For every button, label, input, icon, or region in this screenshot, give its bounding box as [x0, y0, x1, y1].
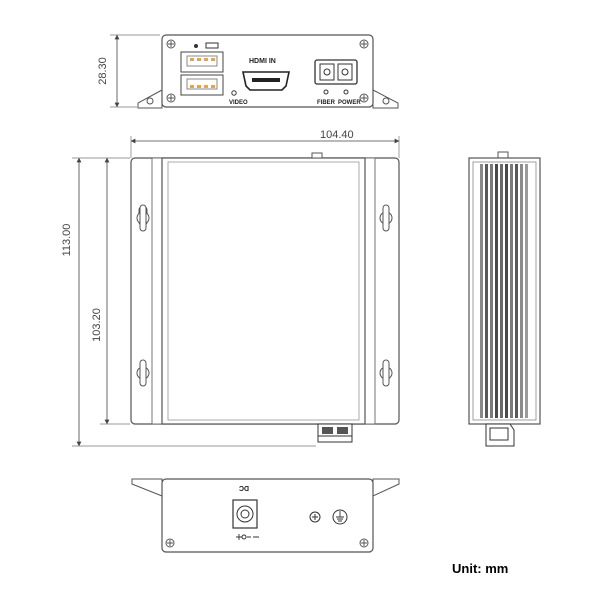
power-led: [343, 89, 349, 95]
rear-screw: [309, 511, 321, 523]
rear-view: DC: [131, 478, 400, 553]
svg-text:103.20: 103.20: [91, 308, 103, 342]
svg-text:104.40: 104.40: [320, 129, 354, 141]
rj45-port-upper: [180, 51, 224, 73]
dim-top-total-height: 113.00: [61, 157, 316, 447]
side-body: [468, 157, 541, 425]
rear-left-flange: [131, 478, 163, 497]
mounting-slots: [136, 204, 393, 387]
dim-front-height: 28.30: [97, 34, 160, 108]
hdmi-label: HDMI IN: [249, 58, 276, 65]
video-label: VIDEO: [229, 100, 248, 106]
video-led: [231, 90, 237, 96]
heatsink-fins: [480, 164, 528, 418]
unit-label: Unit: mm: [452, 561, 508, 576]
svg-text:28.30: 28.30: [97, 57, 109, 85]
front-screws: [166, 39, 369, 103]
fiber-label: FIBER: [317, 100, 336, 106]
rj45-port-lower: [180, 74, 224, 96]
fiber-led: [323, 89, 329, 95]
micro-port: [205, 42, 219, 49]
top-body: [161, 157, 366, 425]
fiber-port: [314, 59, 358, 85]
power-label: POWER: [338, 100, 361, 106]
dc-label: DC: [239, 484, 249, 491]
front-view: HDMI IN VIDEO FIBER POWER: [137, 34, 399, 109]
ground-terminal: [332, 509, 348, 525]
top-view: [130, 152, 400, 443]
svg-text:113.00: 113.00: [61, 224, 73, 257]
top-fiber-connector: [317, 423, 353, 443]
dim-top-width: 104.40: [130, 129, 400, 158]
rear-panel: [161, 478, 374, 553]
side-view: [468, 151, 541, 447]
dc-jack: [232, 499, 259, 540]
dim-top-body-height: 103.20: [91, 157, 130, 425]
rear-right-flange: [372, 478, 400, 497]
